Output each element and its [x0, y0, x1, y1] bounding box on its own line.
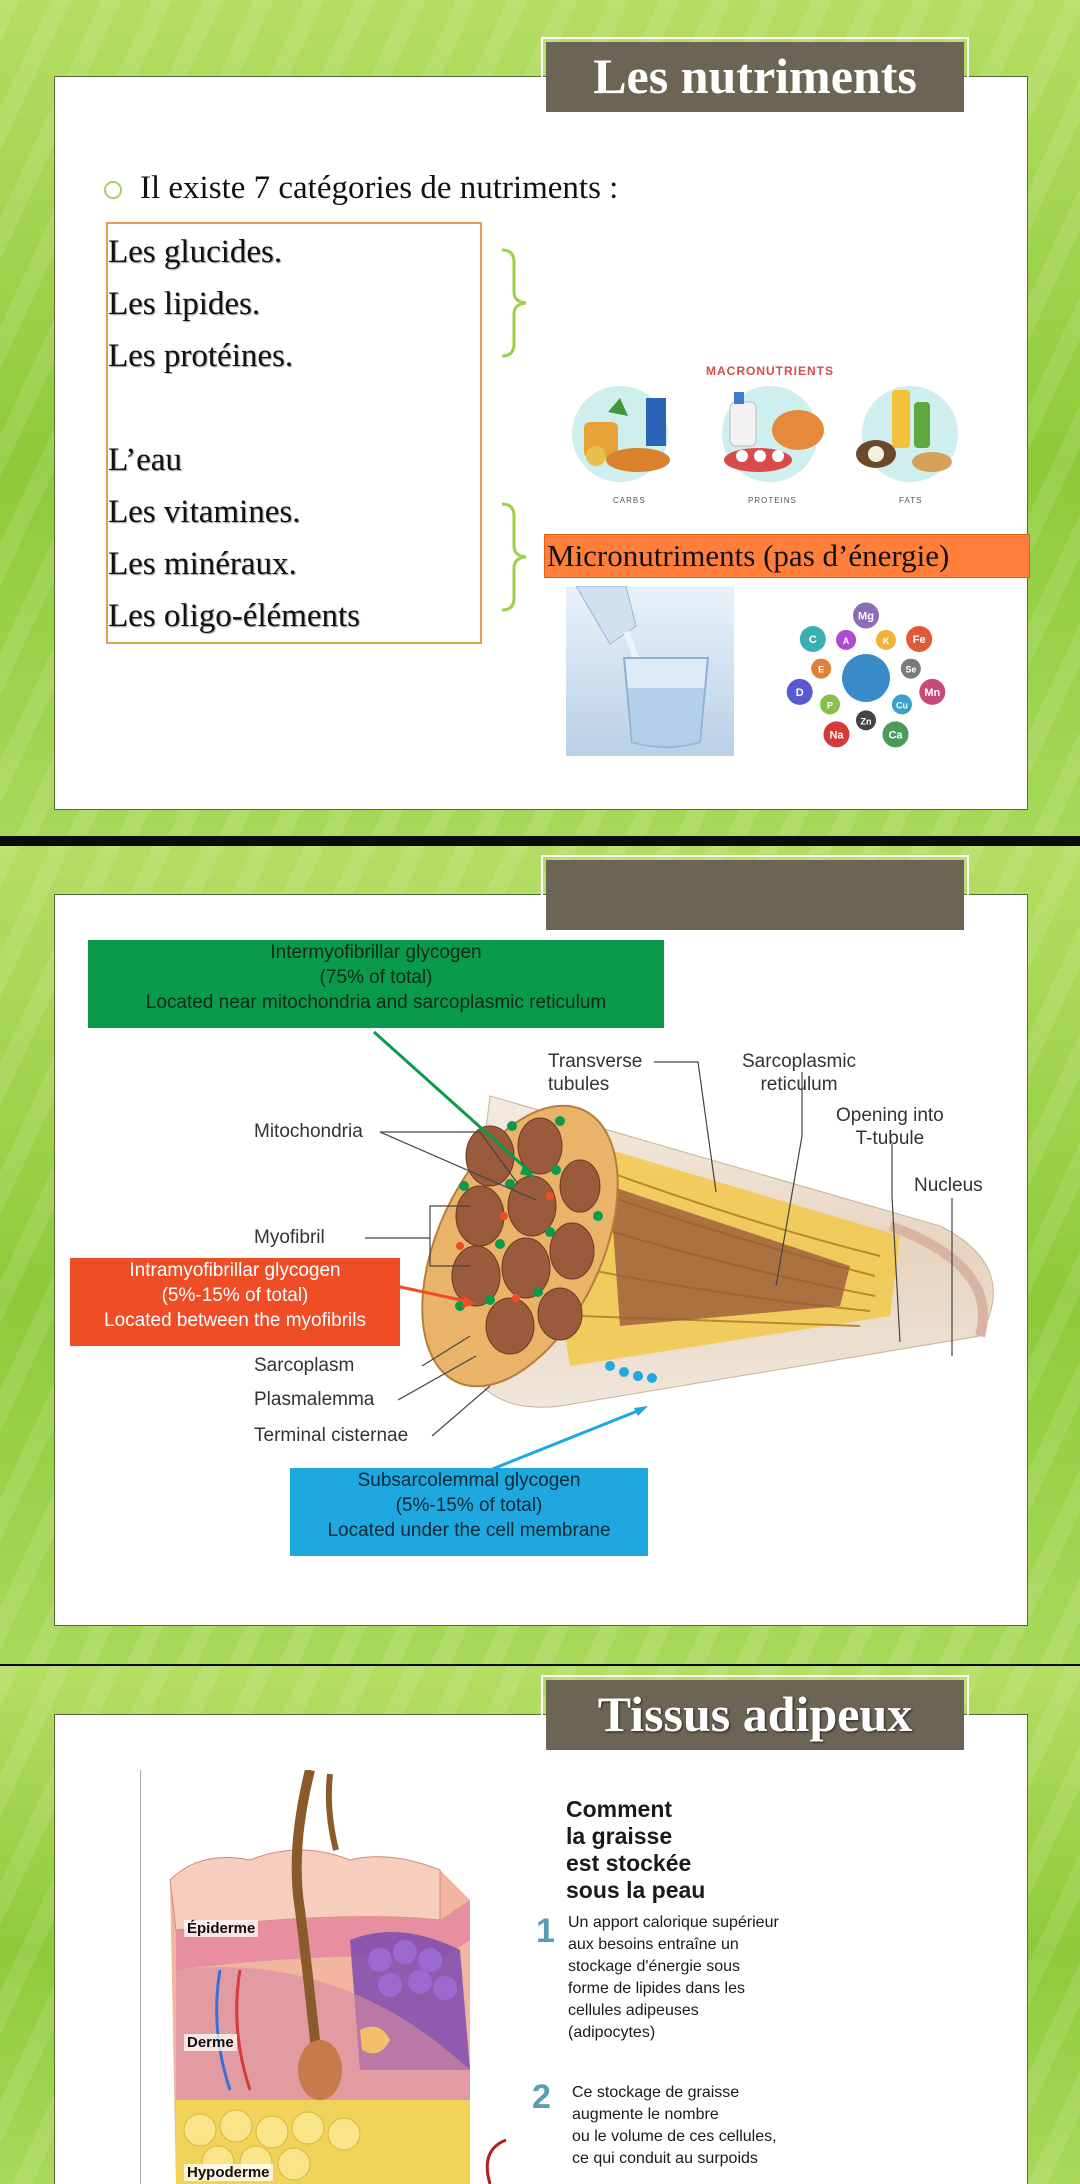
nutrient-item: Les lipides.	[108, 286, 261, 322]
nutrient-item: Les minéraux.	[108, 546, 297, 582]
mineral-symbol: Cu	[896, 700, 908, 710]
slide-separator	[0, 836, 1080, 846]
nutrient-item: Les oligo-éléments	[108, 598, 361, 634]
step-2-text: Ce stockage de graisse augmente le nombr…	[572, 2084, 777, 2167]
slide-glycogen: Intermyofibrillar glycogen (75% of total…	[0, 846, 1080, 1666]
step-1-text: Un apport calorique supérieur aux besoin…	[568, 1914, 779, 2041]
step-number: 1	[536, 1912, 555, 1950]
brace-icon	[501, 502, 527, 612]
mineral-bubble: E	[811, 658, 832, 679]
box-line: Subsarcolemmal glycogen	[357, 1470, 581, 1491]
nutrient-list-box	[106, 222, 482, 644]
box-line: Intermyofibrillar glycogen	[270, 942, 482, 963]
brace-icon	[501, 248, 527, 358]
macro-caption: FATS	[899, 496, 923, 505]
wheel-center	[842, 654, 890, 702]
fat-storage-heading: Comment la graisse est stockée sous la p…	[566, 1796, 706, 1903]
nutrient-item: Les vitamines.	[108, 494, 301, 530]
intro-line: Il existe 7 catégories de nutriments :	[104, 170, 618, 207]
mineral-symbol: Mg	[858, 610, 874, 622]
mineral-symbol: Mn	[924, 687, 940, 699]
muscle-fiber-illustration	[421, 1095, 994, 1408]
micronutrients-label: Micronutriments (pas d’énergie)	[544, 534, 1030, 578]
label-myofibril: Myofibril	[254, 1227, 325, 1248]
mineral-bubble: Se	[900, 658, 921, 679]
mineral-symbol: K	[883, 636, 890, 646]
box-line: Located under the cell membrane	[327, 1520, 611, 1541]
slide-nutriments: Les nutriments Il existe 7 catégories de…	[0, 0, 1080, 846]
subsarcolemmal-glycogen-box: Subsarcolemmal glycogen (5%-15% of total…	[290, 1468, 648, 1556]
label-sarcoplasm: Sarcoplasm	[254, 1355, 355, 1376]
label-plasmalemma: Plasmalemma	[254, 1389, 375, 1410]
intro-text: Il existe 7 catégories de nutriments :	[140, 170, 619, 206]
mineral-symbol: Ca	[888, 729, 903, 741]
step-number: 2	[532, 2078, 551, 2116]
box-line: (75% of total)	[319, 967, 433, 988]
label-terminal-cisternae: Terminal cisternae	[254, 1425, 409, 1446]
slide-title-box	[541, 855, 969, 935]
label-derme: Derme	[184, 2034, 237, 2051]
slide-title-box: Tissus adipeux	[541, 1675, 969, 1755]
label-opening-t-tubule: Opening into T-tubule	[836, 1105, 944, 1149]
label-mitochondria: Mitochondria	[254, 1121, 363, 1142]
label-sarcoplasmic-reticulum: Sarcoplasmic reticulum	[742, 1051, 857, 1095]
intermyofibrillar-glycogen-box: Intermyofibrillar glycogen (75% of total…	[88, 940, 664, 1028]
mineral-symbol: Zn	[861, 716, 872, 726]
mineral-bubble: K	[875, 629, 896, 650]
mineral-bubble: Cu	[891, 694, 912, 715]
slide-separator	[0, 1664, 1080, 1666]
mineral-symbol: P	[827, 700, 833, 710]
mineral-bubble: P	[820, 694, 841, 715]
box-line: Located near mitochondria and sarcoplasm…	[145, 992, 607, 1013]
box-line: (5%-15% of total)	[161, 1285, 309, 1306]
label-epiderme: Épiderme	[184, 1920, 259, 1937]
mineral-bubble: A	[836, 629, 857, 650]
box-line: Located between the myofibrils	[104, 1310, 366, 1331]
nutrient-item: Les protéines.	[108, 338, 294, 374]
mineral-bubble: D	[786, 678, 813, 705]
mineral-bubble: Ca	[882, 721, 909, 748]
mineral-bubble: Na	[823, 721, 850, 748]
label-hypoderme: Hypoderme	[184, 2164, 273, 2181]
slide-title: Les nutriments	[593, 48, 917, 104]
box-line: Intramyofibrillar glycogen	[129, 1260, 341, 1281]
mineral-symbol: E	[818, 665, 824, 675]
macronutrients-title: MACRONUTRIENTS	[706, 364, 834, 378]
skin-cross-section-illustration	[140, 1770, 507, 2184]
bullet-circle-icon	[104, 181, 122, 200]
mineral-bubble: Zn	[856, 710, 876, 731]
mineral-bubble: C	[799, 625, 826, 652]
slide-title-box: Les nutriments	[541, 37, 969, 117]
macro-caption: CARBS	[613, 496, 646, 505]
slide-title: Tissus adipeux	[597, 1686, 913, 1742]
macronutrients-illustration	[572, 386, 958, 482]
mineral-bubble: Fe	[906, 625, 933, 652]
mineral-bubble: Mg	[853, 602, 879, 629]
box-line: (5%-15% of total)	[395, 1495, 543, 1516]
water-glass-image	[566, 586, 734, 756]
mineral-symbol: Na	[829, 729, 844, 741]
mineral-symbol: C	[809, 634, 817, 646]
intramyofibrillar-glycogen-box: Intramyofibrillar glycogen (5%-15% of to…	[70, 1258, 400, 1346]
leader-lines	[365, 1030, 953, 1480]
nutrient-item: L’eau	[108, 442, 182, 478]
mineral-symbol: A	[843, 636, 850, 646]
mineral-symbol: Fe	[913, 634, 926, 646]
label-nucleus: Nucleus	[914, 1175, 983, 1196]
label-transverse-tubules: Transverse tubules	[548, 1051, 643, 1095]
mineral-bubble: Mn	[919, 678, 946, 705]
macro-caption: PROTEINS	[748, 496, 797, 505]
nutrient-item: Les glucides.	[108, 234, 283, 270]
mineral-symbol: Se	[905, 665, 916, 675]
mineral-symbol: D	[796, 687, 804, 699]
